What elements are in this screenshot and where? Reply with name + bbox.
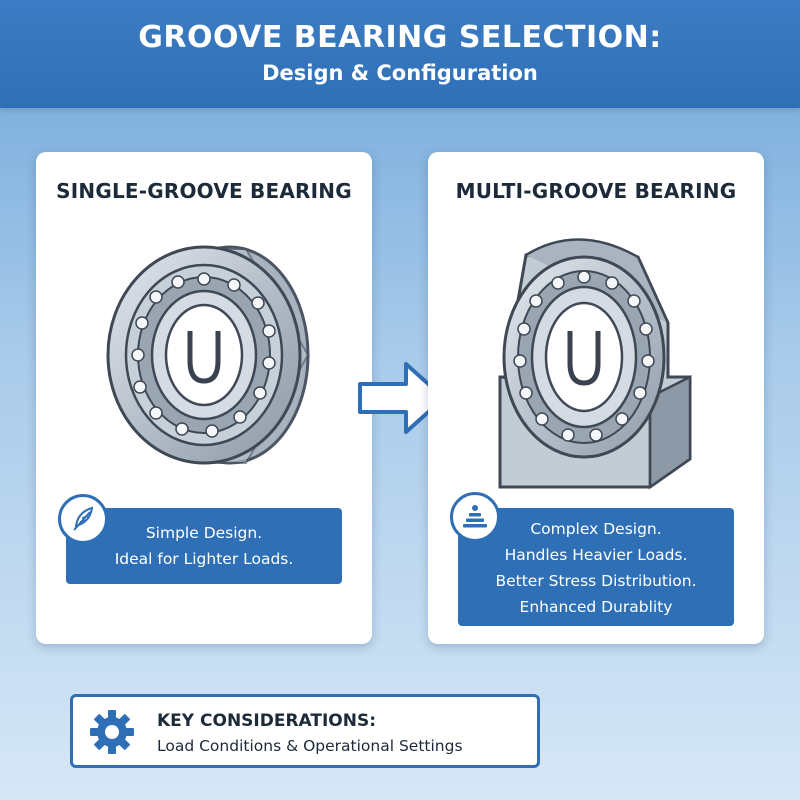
stack-badge [450, 492, 500, 542]
single-groove-title: SINGLE-GROOVE BEARING [56, 179, 352, 203]
multi-groove-title: MULTI-GROOVE BEARING [455, 179, 737, 203]
feather-badge [58, 494, 108, 544]
transition-arrow-icon [358, 362, 446, 434]
single-groove-bearing-illustration [106, 245, 310, 465]
multi-groove-card: MULTI-GROOVE BEARING Compl [428, 152, 764, 644]
single-groove-info-line: Ideal for Lighter Loads. [114, 550, 294, 568]
multi-groove-info-line: Enhanced Durablity [519, 598, 673, 616]
multi-groove-info: Complex Design. Handles Heavier Loads. B… [458, 508, 734, 626]
multi-groove-info-line: Handles Heavier Loads. [504, 546, 688, 564]
multi-groove-info-line: Better Stress Distribution. [495, 572, 697, 590]
key-considerations-title: KEY CONSIDERATIONS: [157, 711, 377, 731]
header-banner: GROOVE BEARING SELECTION: Design & Confi… [0, 0, 800, 108]
key-considerations-text: Load Conditions & Operational Settings [157, 737, 463, 755]
key-considerations-box: KEY CONSIDERATIONS: Load Conditions & Op… [70, 694, 540, 768]
multi-groove-info-line: Complex Design. [530, 520, 662, 538]
single-groove-card: SINGLE-GROOVE BEARING [36, 152, 372, 644]
single-groove-info: Simple Design. Ideal for Lighter Loads. [66, 508, 342, 584]
multi-groove-bearing-illustration [498, 238, 692, 490]
single-groove-info-line: Simple Design. [145, 524, 263, 542]
feather-icon [73, 506, 94, 531]
page-subtitle: Design & Configuration [262, 61, 538, 85]
gear-icon [90, 710, 134, 754]
page-title: GROOVE BEARING SELECTION: [138, 20, 662, 55]
stack-icon [463, 505, 487, 528]
